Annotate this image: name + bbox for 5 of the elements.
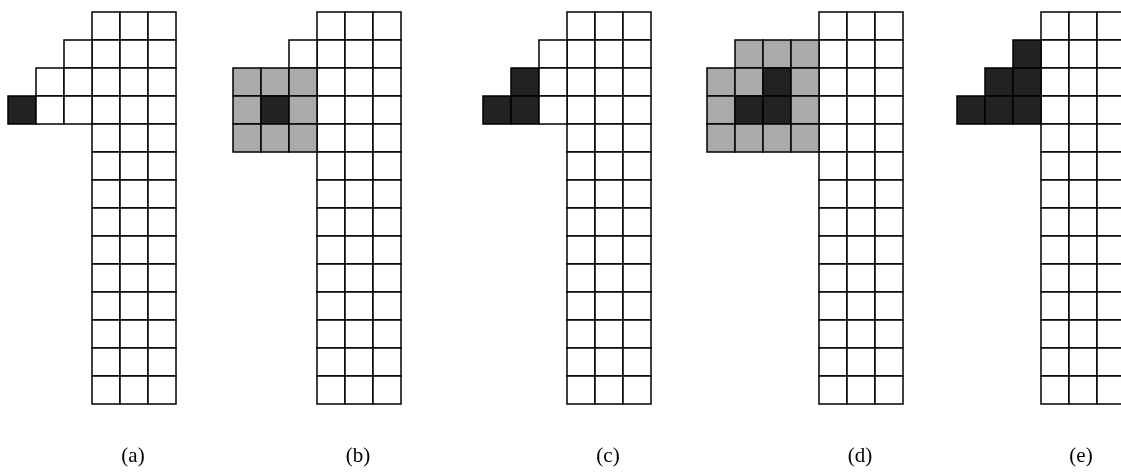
panel-label: (a): [121, 443, 145, 468]
panel-label: (e): [1069, 443, 1093, 468]
panel-label: (d): [847, 443, 873, 468]
panel-label: (c): [596, 443, 620, 468]
panel-label: (b): [345, 443, 371, 468]
